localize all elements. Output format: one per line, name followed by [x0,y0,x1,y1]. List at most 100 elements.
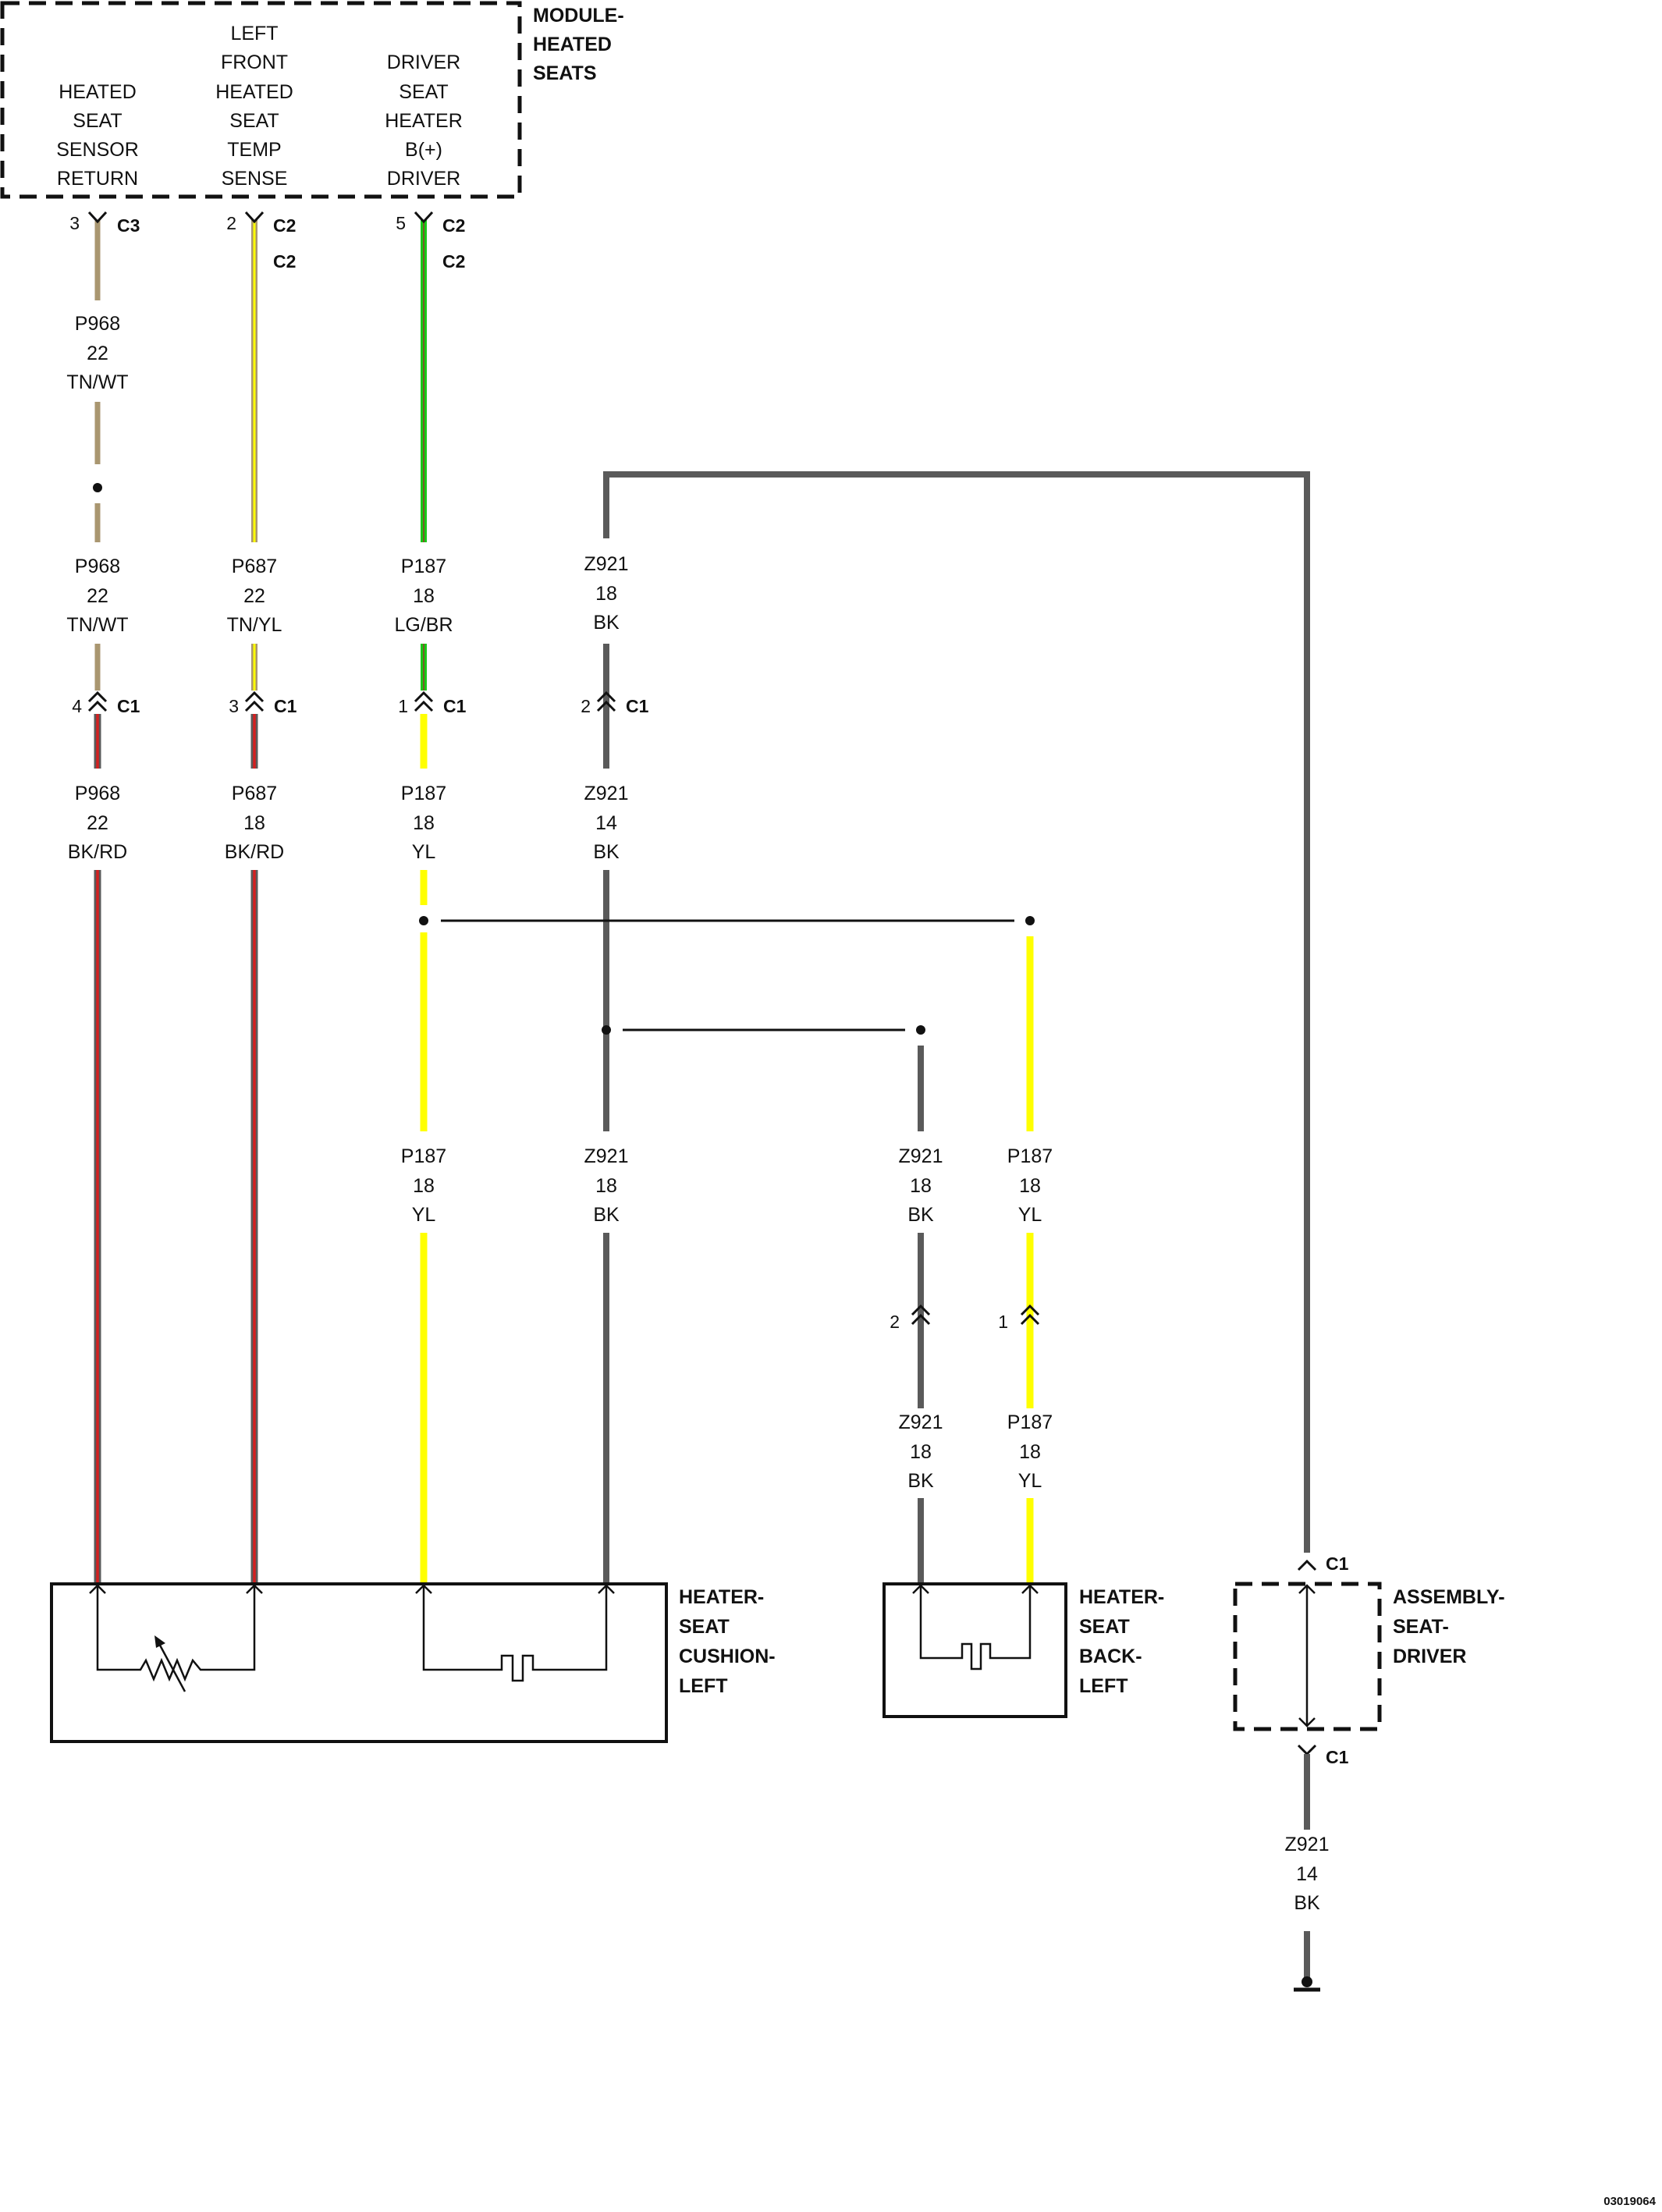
module-pin-2: 2 C2 C2 [226,211,296,272]
wire-label-w4-low: Z921 18 BK [584,1145,629,1226]
back-connector: 2 1 [890,1304,1040,1332]
module-pin-3: 3 C3 [69,211,140,236]
wire-labels: P968 22 TN/WT P968 22 TN/WT P968 22 BK/R… [66,313,1329,1914]
thermistor-arrow [156,1640,186,1692]
svg-text:2: 2 [890,1312,900,1332]
wire-z921-to-assembly [603,471,1310,1553]
splice-z921-left [602,1025,611,1035]
svg-text:C3: C3 [117,215,140,236]
cushion-heating-element [422,1585,608,1682]
module-title-line2: HEATED [533,34,612,55]
svg-text:18: 18 [595,1175,617,1197]
svg-text:SEAT: SEAT [229,110,279,132]
wire-label-w1-top: P968 22 TN/WT [66,313,128,393]
svg-text:C1: C1 [117,696,140,716]
svg-text:18: 18 [910,1175,932,1197]
c1-pin-4: 4 C1 [72,691,140,716]
svg-text:Z921: Z921 [899,1411,943,1433]
svg-text:Z921: Z921 [1285,1834,1330,1855]
wire-label-w1-mid: P968 22 TN/WT [66,556,128,636]
svg-text:4: 4 [72,696,82,716]
svg-text:C1: C1 [443,696,467,716]
module-outline [0,1,522,199]
svg-text:DRIVER: DRIVER [1393,1646,1466,1667]
wire-label-w5-top: Z921 18 BK [899,1145,943,1226]
svg-text:1: 1 [998,1312,1008,1332]
svg-text:5: 5 [396,213,406,233]
svg-text:LEFT: LEFT [230,23,278,44]
svg-text:RETURN: RETURN [57,168,138,190]
module-heated-seats: MODULE- HEATED SEATS HEATED SEAT SENSOR … [0,1,624,199]
svg-text:Z921: Z921 [584,553,629,575]
svg-text:Z921: Z921 [899,1145,943,1167]
module-title-line3: SEATS [533,62,597,84]
back-connector-pin-1: 1 [998,1304,1040,1332]
svg-text:18: 18 [413,1175,435,1197]
svg-text:BK/RD: BK/RD [68,841,127,863]
svg-text:18: 18 [910,1441,932,1463]
wire-label-w6-top: P187 18 YL [1007,1145,1053,1226]
svg-text:LEFT: LEFT [1079,1675,1128,1697]
svg-text:C2: C2 [442,251,465,272]
svg-text:C1: C1 [274,696,297,716]
c1-pin-2: 2 C1 [581,691,649,716]
assembly-outline [1233,1582,1382,1731]
wire-label-w2-bot: P687 18 BK/RD [225,783,284,863]
svg-text:BK: BK [907,1204,934,1226]
assembly-seat-driver: C1 C1 ASSEMBLY- SEAT- DRIVER [1233,1553,1505,1775]
svg-text:TN/WT: TN/WT [66,371,128,393]
svg-text:SENSE: SENSE [222,168,288,190]
c1-pin-3: 3 C1 [229,691,297,716]
svg-text:B(+): B(+) [405,139,442,161]
cushion-outline [50,1582,668,1743]
svg-text:22: 22 [87,585,108,607]
heater-seat-back-left: HEATER- SEAT BACK- LEFT [882,1582,1164,1718]
inline-c1-connectors: 4 C1 3 C1 1 C1 2 C1 [72,691,649,716]
back-outline [882,1582,1067,1718]
svg-text:1: 1 [398,696,408,716]
wire-segments [94,220,1310,1978]
svg-text:BK: BK [1294,1892,1320,1914]
svg-text:C1: C1 [626,696,649,716]
svg-text:Z921: Z921 [584,783,629,804]
wire-label-ground: Z921 14 BK [1285,1834,1330,1914]
assembly-bottom-connector [1297,1744,1317,1756]
svg-text:BK: BK [593,612,620,634]
svg-text:BK: BK [907,1470,934,1492]
wire-label-w3-low: P187 18 YL [401,1145,446,1226]
svg-text:P687: P687 [232,556,277,577]
temp-sensor-thermistor [96,1585,256,1682]
svg-text:18: 18 [595,583,617,605]
back-connector-pin-2: 2 [890,1304,931,1332]
svg-text:YL: YL [412,1204,436,1226]
svg-text:DRIVER: DRIVER [387,168,460,190]
wire-label-w4-bot: Z921 14 BK [584,783,629,863]
svg-text:P187: P187 [1007,1145,1053,1167]
wire-label-w3-mid: P187 18 LG/BR [394,556,453,636]
svg-text:22: 22 [87,343,108,364]
svg-text:SEAT: SEAT [1079,1616,1130,1638]
svg-text:C2: C2 [442,215,465,236]
svg-text:BK/RD: BK/RD [225,841,284,863]
svg-text:SEAT: SEAT [73,110,122,132]
svg-text:HEATER-: HEATER- [1079,1586,1164,1608]
svg-text:18: 18 [413,812,435,834]
svg-text:LEFT: LEFT [679,1675,728,1697]
svg-text:2: 2 [581,696,591,716]
svg-text:SENSOR: SENSOR [56,139,139,161]
wire-label-w6-bot: P187 18 YL [1007,1411,1053,1492]
svg-text:22: 22 [243,585,265,607]
svg-text:HEATED: HEATED [59,81,137,103]
wire-label-w5-bot: Z921 18 BK [899,1411,943,1492]
pin-function-heater-driver: DRIVER SEAT HEATER B(+) DRIVER [385,51,463,190]
svg-text:C1: C1 [1326,1747,1349,1767]
svg-text:3: 3 [229,696,239,716]
ground-symbol [1294,1976,1320,1992]
splices [93,483,1035,1035]
module-title-line1: MODULE- [533,5,624,27]
svg-text:P187: P187 [401,783,446,804]
svg-text:18: 18 [1019,1441,1041,1463]
svg-text:YL: YL [412,841,436,863]
module-pin-5: 5 C2 C2 [396,211,465,272]
reference-id: 03019064 [1603,2195,1656,2208]
